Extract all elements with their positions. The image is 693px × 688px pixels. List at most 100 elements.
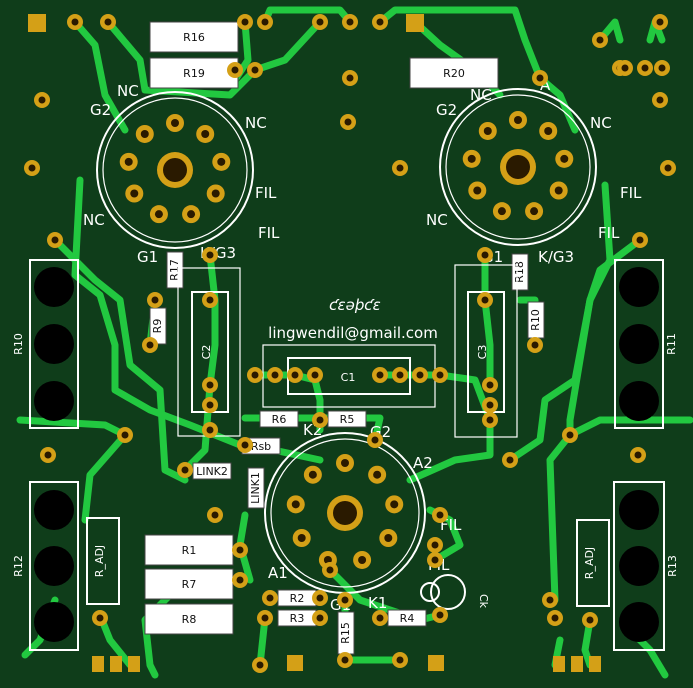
trace <box>546 431 574 604</box>
cap-body <box>467 291 505 413</box>
round-pad-hole <box>396 164 404 172</box>
pot-label: R12 <box>12 555 25 577</box>
tube-pin-hole <box>124 157 133 166</box>
tube-pin-hole <box>554 186 563 195</box>
round-pad-hole <box>146 341 154 349</box>
round-pad-hole <box>206 296 214 304</box>
round-pad-hole <box>431 541 439 549</box>
pin-label-g1-left: G1 <box>137 248 158 266</box>
square-pad <box>110 656 122 672</box>
link-body <box>192 462 232 480</box>
round-pad-hole <box>251 66 259 74</box>
round-pad-hole <box>241 441 249 449</box>
round-pad-hole <box>341 596 349 604</box>
resistor-body <box>511 253 529 291</box>
pot-hole <box>34 490 74 530</box>
round-pad-hole <box>376 371 384 379</box>
resistor-r1: R1 <box>144 534 234 566</box>
trace <box>104 18 324 99</box>
resistor-r8: R8 <box>144 603 234 635</box>
round-pad-hole <box>536 74 544 82</box>
pot-hole <box>34 381 74 421</box>
round-pad-hole <box>206 401 214 409</box>
round-pad-hole <box>641 64 649 72</box>
resistor-body <box>144 568 234 600</box>
trace <box>71 176 244 449</box>
pin-label-a1: A1 <box>268 564 288 582</box>
trace <box>71 18 129 134</box>
pot-outline <box>29 481 79 651</box>
resistor-r4: R4 <box>387 609 427 627</box>
round-pad-hole <box>506 456 514 464</box>
tube-pin-hole <box>384 534 393 542</box>
round-pad-hole <box>96 614 104 622</box>
round-pad-hole <box>251 371 259 379</box>
pin-label-fil2-left: FIL <box>258 224 280 242</box>
cap-label: Ck <box>477 594 490 609</box>
tube-pin-hole <box>560 154 569 163</box>
tube-pin-hole <box>211 189 220 198</box>
link1: LINK1 <box>247 467 265 509</box>
trace <box>376 6 544 82</box>
tube-outline <box>439 88 597 246</box>
connector-pads <box>28 14 601 672</box>
resistor-body <box>149 307 167 345</box>
tube-pin-hole <box>154 210 163 219</box>
resistor-r2: R2 <box>277 589 317 607</box>
pin-label-nc-top-right: NC <box>470 86 492 104</box>
round-pad-hole <box>396 371 404 379</box>
round-pad-hole <box>656 96 664 104</box>
pin-label-g2-left: G2 <box>90 101 111 119</box>
round-pad-hole <box>231 66 239 74</box>
resistor-r17: R17 <box>166 251 184 289</box>
pot-r13: R13 <box>613 481 679 651</box>
pads-layer <box>24 14 676 673</box>
round-pad-hole <box>546 596 554 604</box>
tube-pin-hole <box>514 116 522 124</box>
round-pad-hole <box>261 18 269 26</box>
tube-center-hole <box>333 501 357 525</box>
round-pad-hole <box>481 251 489 259</box>
pin-label-a2: A2 <box>413 454 433 472</box>
round-pad-hole <box>311 371 319 379</box>
pot-hole <box>34 324 74 364</box>
round-pad-hole <box>206 251 214 259</box>
tube-pin-hole <box>483 126 492 135</box>
trimmer-outline <box>86 517 120 605</box>
resistor-label: R8 <box>182 613 197 626</box>
round-pad-hole <box>256 661 264 669</box>
tube-pin-hole <box>373 470 382 479</box>
round-pad-hole <box>266 594 274 602</box>
tube-center-hole <box>163 158 187 182</box>
trimmer-label: R_ADJ <box>93 545 106 577</box>
round-pad-hole <box>396 656 404 664</box>
pot-label: R10 <box>12 333 25 355</box>
round-pad-hole <box>326 566 334 574</box>
pin-label-fil1-right: FIL <box>620 184 642 202</box>
resistor-label: R19 <box>183 67 205 80</box>
round-pad-hole <box>28 164 36 172</box>
resistor-r6: R6 <box>259 410 299 428</box>
round-pad-hole <box>481 296 489 304</box>
square-pad <box>28 14 46 32</box>
round-pad-hole <box>71 18 79 26</box>
round-pad-hole <box>51 236 59 244</box>
pot-hole <box>619 324 659 364</box>
tube-pin-hole <box>291 500 300 509</box>
resistor-r16: R16 <box>149 21 239 53</box>
round-pad-hole <box>436 371 444 379</box>
resistor-label: R3 <box>290 612 305 625</box>
trimmer-label: R_ADJ <box>583 547 596 579</box>
link-body <box>247 467 265 509</box>
round-pad-hole <box>658 64 666 72</box>
round-pad-hole <box>486 401 494 409</box>
resistor-label: R2 <box>290 592 305 605</box>
round-pad-hole <box>316 18 324 26</box>
square-pad <box>428 655 444 671</box>
trace <box>581 616 594 669</box>
square-pad <box>128 656 140 672</box>
round-pad-hole <box>271 371 279 379</box>
resistor-body <box>149 57 239 89</box>
tube-pin-hole <box>530 207 539 216</box>
